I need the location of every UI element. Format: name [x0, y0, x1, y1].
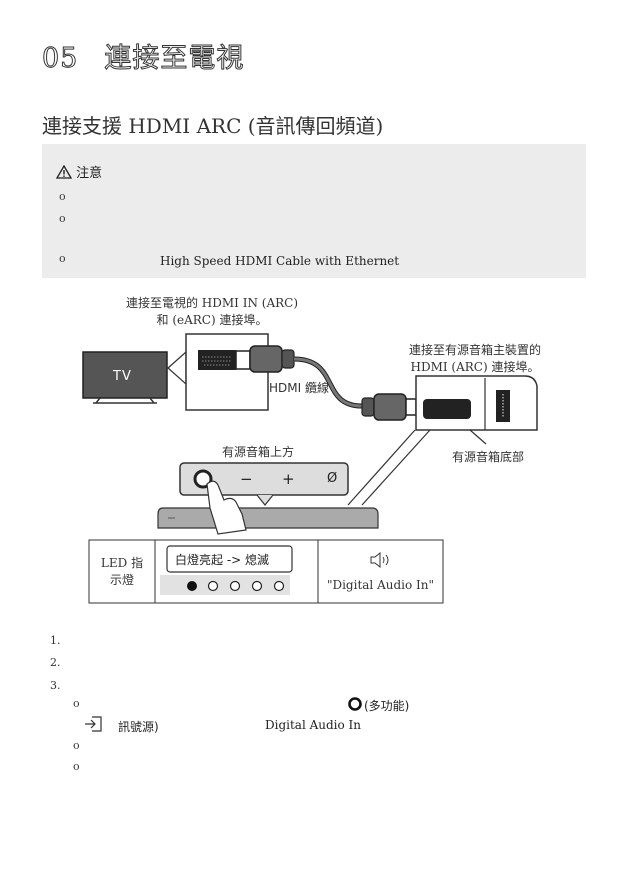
note-bullet: ο	[59, 190, 66, 203]
tv-label: TV	[113, 369, 132, 384]
note-heading: 注意	[55, 162, 103, 181]
source-label: 訊號源)	[118, 720, 159, 734]
digital-audio-in-label: Digital Audio In	[265, 718, 362, 732]
mute-button[interactable]: Ø	[327, 471, 338, 486]
multifunction-label: (多功能)	[364, 699, 410, 713]
caption-line: 和 (eARC) 連接埠。	[156, 313, 268, 327]
tv-port-caption: 連接至電視的 HDMI IN (ARC) 和 (eARC) 連接埠。	[112, 294, 312, 328]
caption-line: 連接至有源音箱主裝置的	[408, 343, 541, 357]
led-header-line: LED 指	[100, 556, 144, 570]
note-box: 注意 ο ο ο High Speed HDMI Cable with Ethe…	[42, 144, 586, 278]
finger-icon	[206, 480, 247, 535]
speaker-icon	[370, 551, 389, 569]
led-header-line: 示燈	[109, 573, 134, 587]
volume-up-button[interactable]: +	[282, 470, 295, 488]
warning-icon	[55, 164, 73, 179]
section-title: 連接支援 HDMI ARC (音訊傳回頻道)	[42, 114, 384, 138]
led-dot-on	[187, 581, 197, 591]
led-dot	[251, 580, 263, 592]
note-bullet: ο	[59, 212, 66, 225]
tv-hdmi-port	[198, 350, 236, 370]
tv-illustration	[82, 351, 168, 404]
note-title: 注意	[76, 166, 103, 181]
cable-label: HDMI 纜線	[269, 381, 329, 395]
caption-line: HDMI (ARC) 連接埠。	[410, 360, 540, 374]
audio-mode-text: "Digital Audio In"	[326, 578, 435, 592]
callout-pointer	[167, 350, 187, 386]
multifunction-button-icon[interactable]	[193, 469, 213, 489]
led-dot	[273, 580, 285, 592]
chapter-heading: 05 連接至電視	[41, 36, 245, 75]
soundbar-port-caption: 連接至有源音箱主裝置的 HDMI (ARC) 連接埠。	[390, 341, 560, 375]
multifunction-icon	[348, 697, 362, 711]
led-dot	[207, 580, 219, 592]
led-header: LED 指 示燈	[89, 554, 155, 588]
step-bullet: ο	[73, 739, 80, 752]
step-number: 3.	[50, 679, 61, 692]
volume-down-button[interactable]: −	[240, 470, 253, 488]
bottom-view-label: 有源音箱底部	[452, 450, 525, 464]
source-input-icon	[85, 716, 102, 732]
step-bullet: ο	[73, 760, 80, 773]
note-bullet: ο	[59, 252, 66, 265]
led-status: 白燈亮起 -> 熄滅	[175, 553, 270, 567]
caption-line: 連接至電視的 HDMI IN (ARC)	[125, 296, 299, 310]
led-dot	[229, 580, 241, 592]
step-number: 2.	[50, 656, 61, 669]
step-bullet: ο	[73, 697, 80, 710]
hdmi-cable-name: High Speed HDMI Cable with Ethernet	[160, 254, 400, 268]
chapter-title: 連接至電視	[104, 43, 245, 75]
chapter-number: 05	[41, 43, 79, 75]
step-number: 1.	[50, 634, 61, 647]
top-view-label: 有源音箱上方	[222, 445, 295, 459]
soundbar-illustration	[157, 507, 379, 529]
